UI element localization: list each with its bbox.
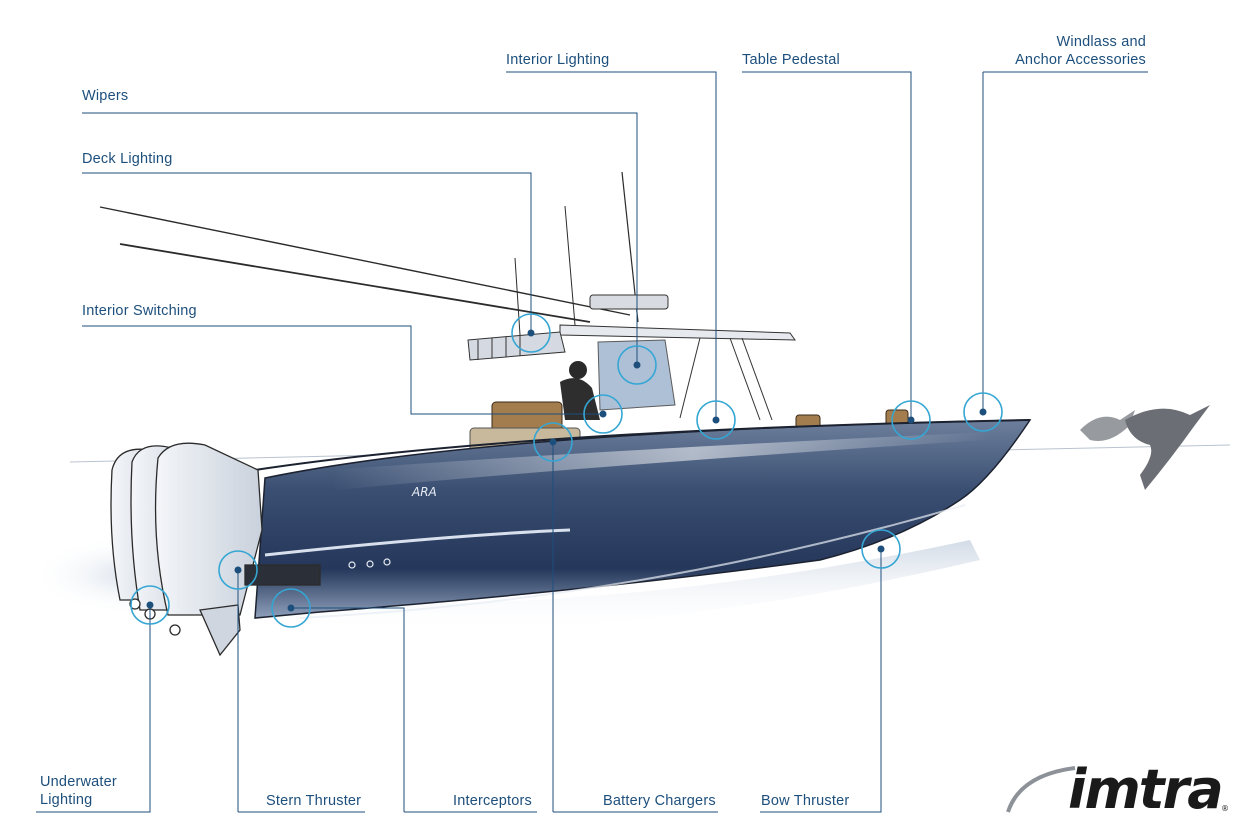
callout-markers <box>130 313 1003 628</box>
leader-interceptors <box>291 607 405 812</box>
marker-wipers <box>617 345 657 385</box>
label-interior-lighting: Interior Lighting <box>506 52 610 68</box>
marker-battery-chargers <box>533 422 573 462</box>
label-table-pedestal: Table Pedestal <box>742 52 840 68</box>
label-underwater-line1: Underwater <box>40 774 117 790</box>
marker-interior-lighting <box>696 400 736 440</box>
outboard-engines <box>110 442 321 657</box>
marker-deck-lighting <box>511 313 551 353</box>
imtra-logo: imtra <box>1068 758 1224 821</box>
marker-bow-thruster <box>861 529 901 569</box>
label-battery-chargers: Battery Chargers <box>603 793 716 809</box>
hull-name: ARA <box>411 485 437 499</box>
label-windlass: Windlass and Anchor Accessories <box>1000 33 1146 69</box>
label-wipers: Wipers <box>82 88 129 104</box>
label-deck-lighting: Deck Lighting <box>82 151 173 167</box>
marlin-icon <box>1080 405 1210 490</box>
marker-underwater-lighting <box>130 585 170 625</box>
label-bow-thruster: Bow Thruster <box>761 793 850 809</box>
imtra-swoosh <box>1006 766 1076 813</box>
leader-table-pedestal <box>742 71 912 420</box>
marker-windlass <box>963 392 1003 432</box>
marker-stern-thruster <box>218 550 258 590</box>
callout-lines <box>36 71 1148 813</box>
marker-interceptors <box>271 588 311 628</box>
label-stern-thruster: Stern Thruster <box>266 793 362 809</box>
leader-interior-switching <box>82 325 603 415</box>
leader-wipers <box>82 112 638 365</box>
leader-deck-lighting <box>82 172 532 333</box>
hull: ARA <box>254 419 1032 619</box>
marker-interior-switching <box>583 394 623 434</box>
label-windlass-line1: Windlass and <box>1056 34 1146 50</box>
registered-mark: ® <box>1221 804 1229 813</box>
marker-table-pedestal <box>891 400 931 440</box>
leader-interior-lighting <box>506 71 717 420</box>
label-interceptors: Interceptors <box>453 793 532 809</box>
label-underwater-lighting: Underwater Lighting <box>40 773 117 809</box>
label-windlass-line2: Anchor Accessories <box>1015 52 1146 68</box>
label-underwater-line2: Lighting <box>40 792 93 808</box>
label-interior-switching: Interior Switching <box>82 303 197 319</box>
captain-figure <box>560 361 600 420</box>
leader-bow-thruster <box>760 549 882 813</box>
leader-underwater-lighting <box>36 605 151 813</box>
t-top <box>467 294 796 421</box>
